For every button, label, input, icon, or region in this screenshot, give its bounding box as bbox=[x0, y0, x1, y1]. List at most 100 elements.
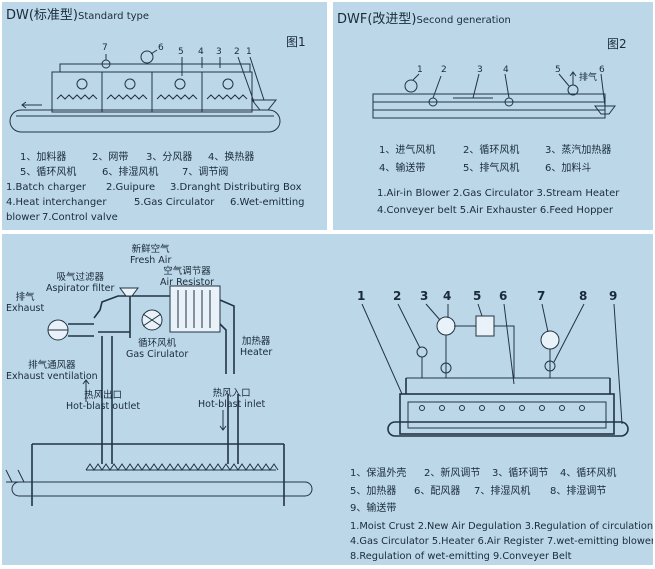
panel1-legend-en-2: 2.Guipure bbox=[106, 182, 156, 193]
panel2-legend-cn-3: 3、蒸汽加热器 bbox=[545, 145, 612, 156]
p3-legend-cn-5: 5、加热器 bbox=[350, 486, 397, 497]
p3-legend-cn-2: 2、新风调节 bbox=[424, 468, 481, 479]
p3-conveyor-belt bbox=[11, 481, 313, 497]
panel2-conveyor-belt bbox=[372, 109, 606, 119]
panel1-title-cn: DW(标准型) bbox=[6, 8, 79, 23]
panel1-legend-en-6b: blower bbox=[6, 212, 40, 223]
panel1-callout-7: 7 bbox=[102, 43, 108, 53]
panel1-fan-1 bbox=[76, 78, 88, 90]
panel1-heater-3 bbox=[156, 94, 198, 100]
panel2-legend-cn-2: 2、循环风机 bbox=[463, 145, 520, 156]
panel1-heater-2 bbox=[106, 94, 148, 100]
panel2-exhaust-arrow bbox=[569, 71, 577, 85]
p3-callout-2: 2 bbox=[393, 289, 402, 303]
panel2-callout-4: 4 bbox=[503, 65, 509, 75]
p3-exhaust-vent-label: 排气通风器 Exhaust ventilation bbox=[6, 360, 98, 382]
p3-air-resistor-en: Air Resistor bbox=[160, 277, 215, 288]
panel2-legend-cn-6: 6、加料斗 bbox=[545, 163, 592, 174]
panel1-belt-arrow bbox=[21, 101, 42, 109]
p3-legend-cn-6: 6、配风器 bbox=[414, 486, 461, 497]
panel1-heater-1 bbox=[56, 94, 98, 100]
panel1-callout-4: 4 bbox=[198, 47, 204, 57]
panel2-exhaust-label: 排气 bbox=[579, 73, 598, 83]
panel1-batch-charger bbox=[250, 99, 278, 111]
panel1-title-en: Standard type bbox=[78, 11, 150, 22]
standard-type-panel: DW(标准型)Standard type 图1 bbox=[2, 2, 327, 230]
p3-gas-circ-cn: 循环风机 bbox=[138, 338, 177, 349]
p3-callout-6: 6 bbox=[499, 289, 508, 303]
process-diagrams bbox=[5, 285, 629, 506]
panel2-feed-hopper bbox=[594, 105, 616, 115]
p3-exhaust-cn: 排气 bbox=[15, 292, 35, 303]
panel2-title-cn: DWF(改进型) bbox=[337, 12, 417, 27]
panel1-legend-en-3: 3.Dranght Distributirg Box bbox=[170, 182, 302, 193]
p3-callout-9: 9 bbox=[609, 289, 618, 303]
panel2-callout-6: 6 bbox=[599, 65, 605, 75]
panel1-legend-cn-6: 6、排湿风机 bbox=[102, 167, 159, 178]
panel2-title: DWF(改进型)Second generation bbox=[337, 12, 511, 28]
p3-heater-label: 加热器 Heater bbox=[240, 336, 272, 358]
p3-legend-cn-9: 9、输送带 bbox=[350, 503, 397, 514]
p3-exhaust-en: Exhaust bbox=[6, 303, 45, 314]
p3-fresh-air-label: 新鲜空气 Fresh Air bbox=[130, 244, 171, 266]
p3-callout-8: 8 bbox=[579, 289, 588, 303]
panel2-legend-en-1: 1.Air-in Blower 2.Gas Circulator 3.Strea… bbox=[377, 188, 620, 199]
p3-legend-cn-3: 3、循环调节 bbox=[492, 468, 549, 479]
p3-callout-3: 3 bbox=[420, 289, 429, 303]
p3-legend-cn-1: 1、保温外壳 bbox=[350, 468, 407, 479]
p3-heater-en: Heater bbox=[240, 347, 273, 358]
p3-legend-en-2: 4.Gas Circulator 5.Heater 6.Air Register… bbox=[350, 536, 653, 547]
panel2-legend-cn-4: 4、输送带 bbox=[379, 163, 426, 174]
process-diagram-panel: 新鲜空气 Fresh Air 空气调节器 Air Resistor 吸气过滤器 … bbox=[2, 234, 653, 565]
p3-wet-emitting-blower bbox=[540, 330, 560, 350]
panel1-legend-cn-1: 1、加料器 bbox=[20, 152, 67, 163]
panel1-callout-3: 3 bbox=[216, 47, 222, 57]
p3-duct-top bbox=[93, 295, 170, 319]
p3-legend-cn-7: 7、排湿风机 bbox=[474, 486, 531, 497]
panel1-callout-5: 5 bbox=[178, 47, 184, 57]
p3-inlet-arrow bbox=[219, 410, 227, 431]
p3-legend-cn-4: 4、循环风机 bbox=[560, 468, 617, 479]
p3-gas-circ-en: Gas Cirulator bbox=[126, 349, 189, 360]
p3-exhaust-label: 排气 Exhaust bbox=[6, 292, 44, 314]
panel2-callout-1: 1 bbox=[417, 65, 423, 75]
panel1-fig-label: 图1 bbox=[286, 35, 306, 49]
p3-exhaust-vent-en: Exhaust ventilation bbox=[6, 371, 98, 382]
p3-aspirator-label: 吸气过滤器 Aspirator filter bbox=[46, 272, 114, 294]
panel1-legend-en-5: 5.Gas Circulator bbox=[134, 197, 215, 208]
panel1-conveyor-belt bbox=[9, 109, 281, 133]
p3-air-resistor-cn: 空气调节器 bbox=[163, 266, 211, 277]
p3-aspirator-cn: 吸气过滤器 bbox=[56, 272, 104, 283]
panel1-legend-en-1: 1.Batch charger bbox=[6, 182, 86, 193]
panel2-legend-en-2: 4.Conveyer belt 5.Air Exhauster 6.Feed H… bbox=[377, 205, 614, 216]
p3-gas-circulator-label: 循环风机 Gas Cirulator bbox=[126, 338, 188, 360]
p3-callout-4: 4 bbox=[443, 289, 452, 303]
p3-conveyor-belt-right bbox=[387, 421, 629, 437]
panel1-fan-4 bbox=[222, 78, 234, 90]
panel1-legend-cn-3: 3、分风器 bbox=[146, 152, 193, 163]
panel1-callout-1: 1 bbox=[246, 47, 252, 57]
p3-moist-crust bbox=[399, 393, 615, 435]
p3-heater-coil bbox=[85, 463, 279, 471]
p3-hot-outlet-en: Hot-blast outlet bbox=[66, 401, 141, 412]
panel1-title: DW(标准型)Standard type bbox=[6, 8, 149, 24]
panel1-top-duct bbox=[59, 63, 251, 73]
panel2-fig-label: 图2 bbox=[607, 37, 627, 51]
standard-dryer-diagram bbox=[9, 49, 281, 133]
panel1-legend-cn-7: 7、调节阀 bbox=[182, 167, 229, 178]
p3-fresh-air-en: Fresh Air bbox=[130, 255, 172, 266]
panel1-fan-2 bbox=[124, 78, 136, 90]
panel2-title-en: Second generation bbox=[416, 15, 511, 26]
second-generation-panel: DWF(改进型)Second generation 图2 1 2 3 4 5 6… bbox=[333, 2, 653, 230]
p3-heater-cn: 加热器 bbox=[241, 336, 271, 347]
panel2-callout-2: 2 bbox=[441, 65, 447, 75]
panel2-air-in-blower bbox=[404, 79, 418, 93]
panel1-callout-6: 6 bbox=[158, 43, 164, 53]
p3-heater-box bbox=[475, 315, 495, 337]
panel2-legend-cn-1: 1、进气风机 bbox=[379, 145, 436, 156]
p3-fresh-air-cn: 新鲜空气 bbox=[131, 244, 170, 255]
p3-hot-outlet-cn: 热风出口 bbox=[84, 390, 123, 401]
second-generation-diagram bbox=[372, 71, 616, 119]
panel1-callout-2: 2 bbox=[234, 47, 240, 57]
panel1-legend-en-7: 7.Control valve bbox=[42, 212, 118, 223]
